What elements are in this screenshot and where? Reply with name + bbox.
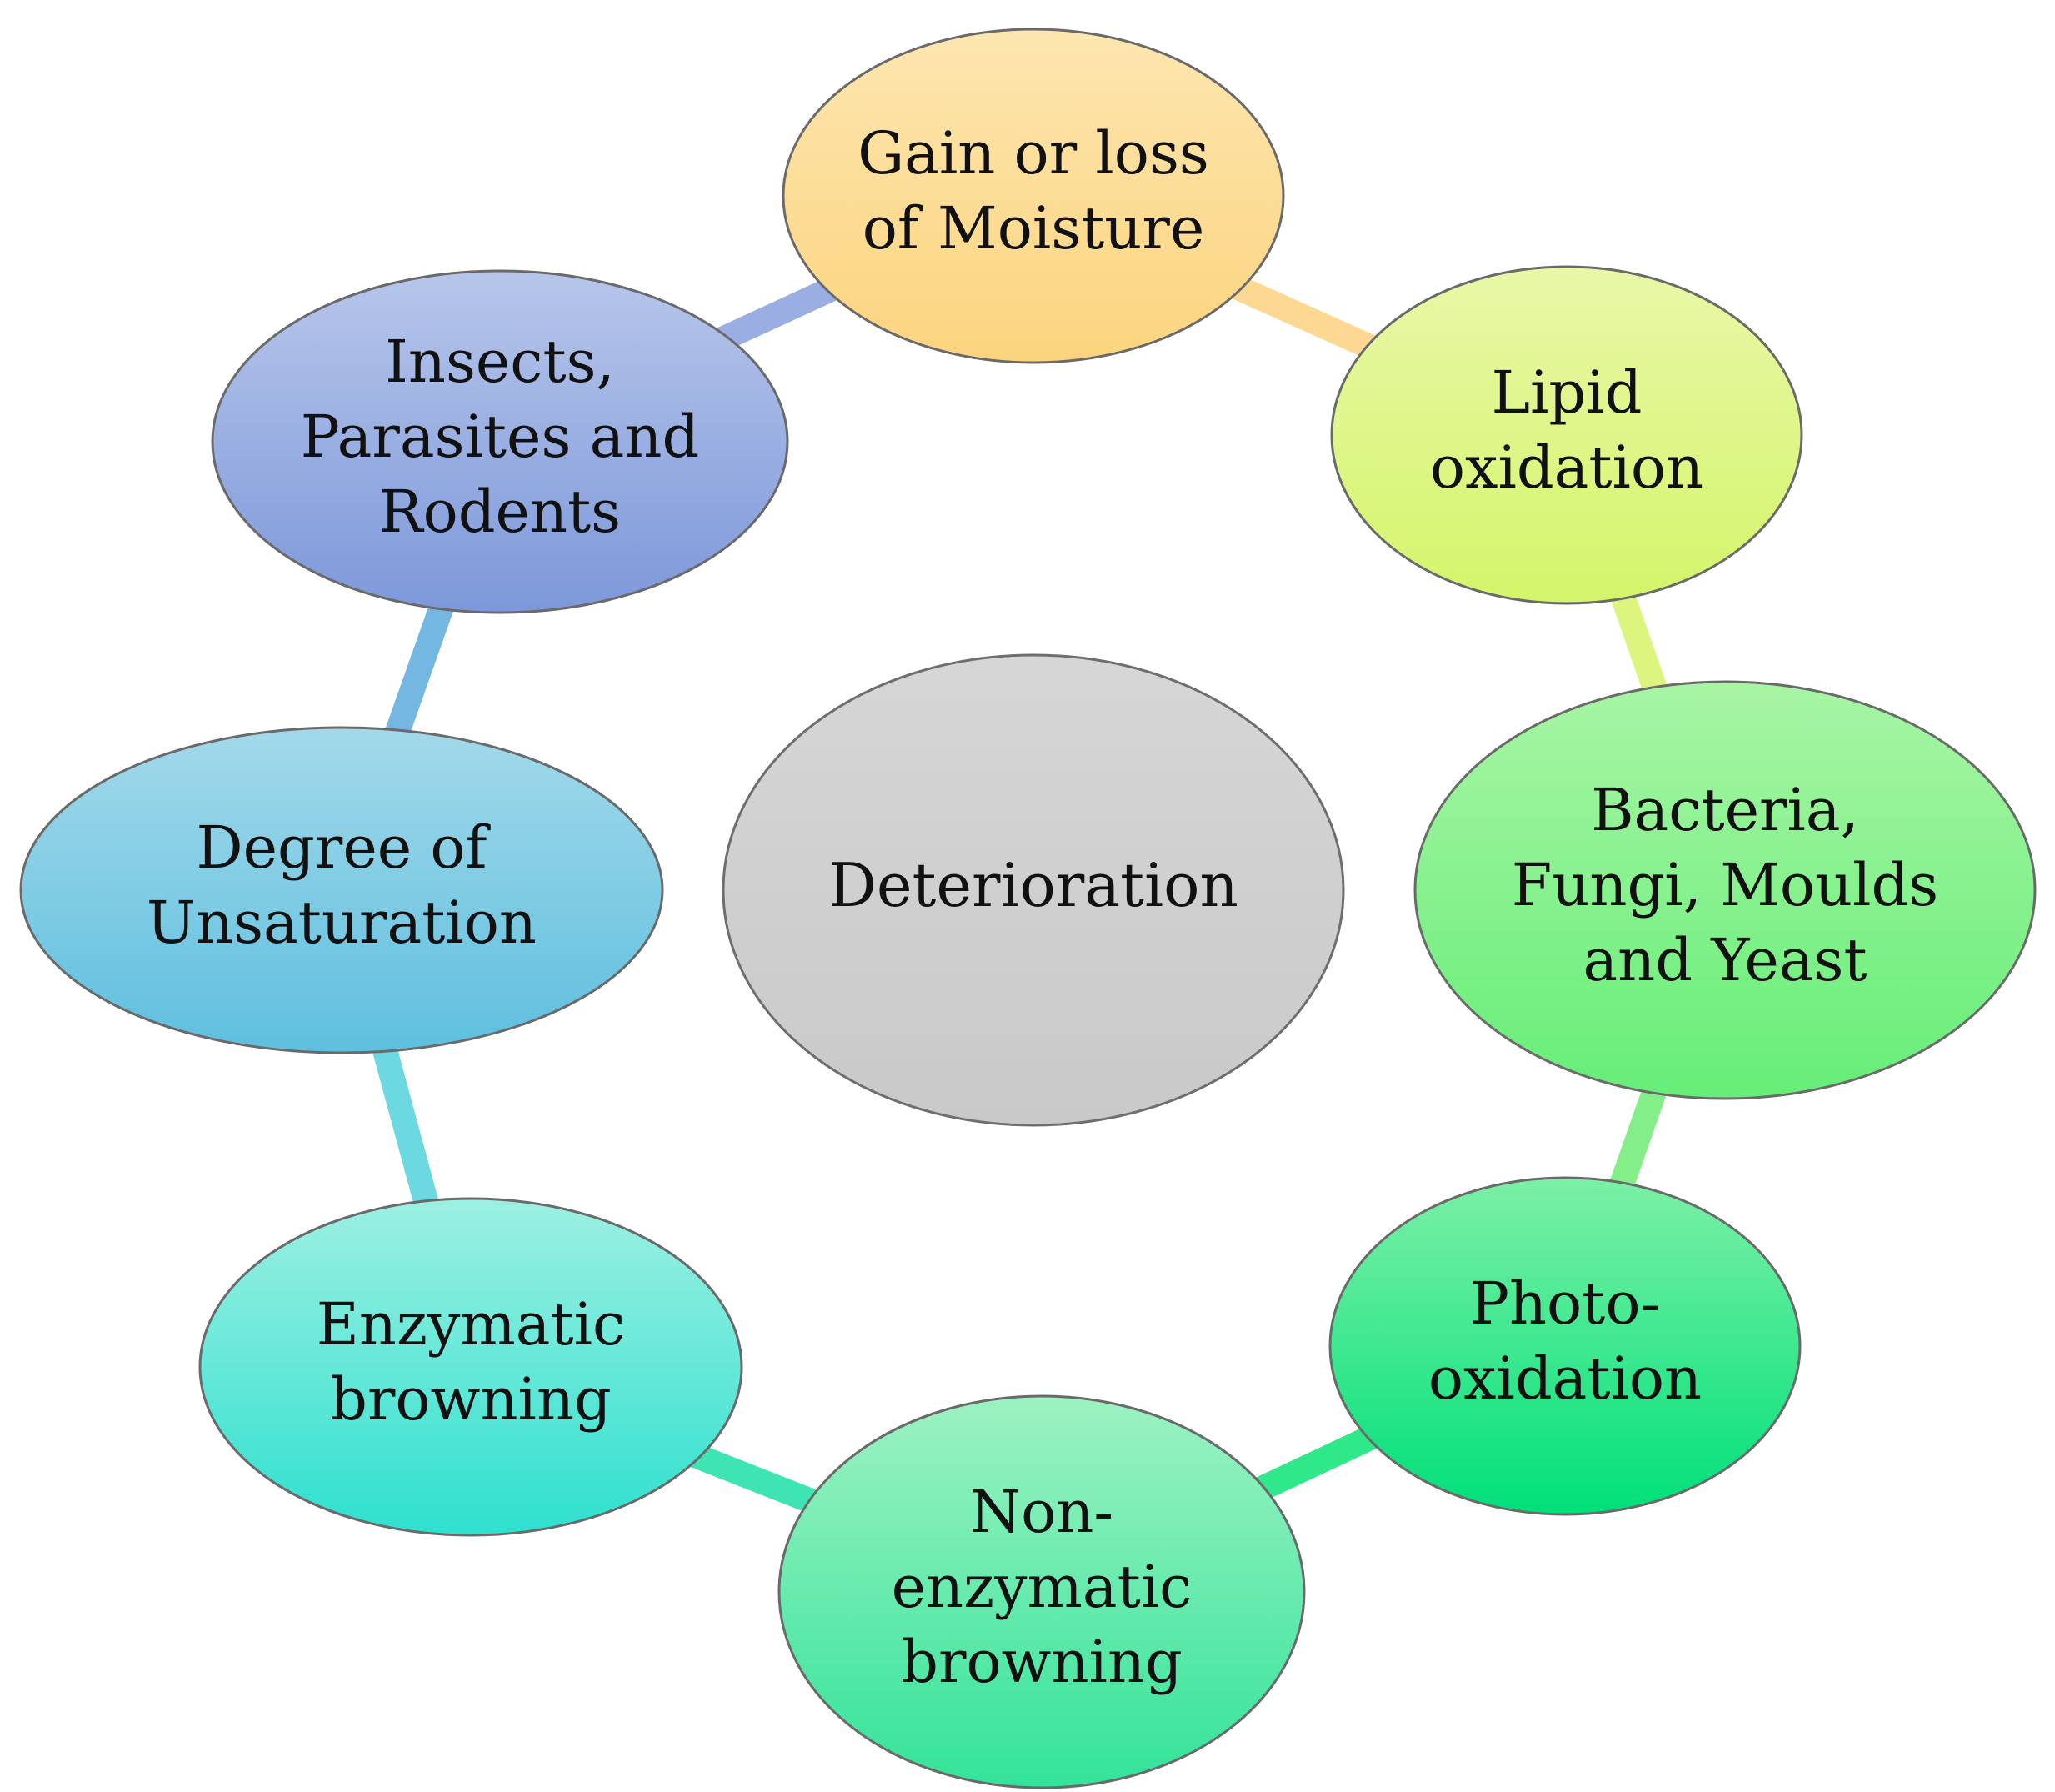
factor-label-line: oxidation xyxy=(1428,1344,1702,1413)
factor-label-line: Non- xyxy=(970,1478,1113,1546)
factor-label-line: of Moisture xyxy=(862,194,1205,263)
factor-ellipse xyxy=(778,1394,1306,1789)
factor-label-line: enzymatic xyxy=(892,1553,1192,1621)
factor-ellipse xyxy=(19,726,664,1054)
factor-label-line: Gain or loss xyxy=(858,119,1209,188)
factor-ellipse xyxy=(1330,265,1803,605)
center-label: Deterioration xyxy=(828,850,1238,920)
factor-label-line: Photo- xyxy=(1470,1269,1660,1338)
factor-label-line: and Yeast xyxy=(1582,926,1867,994)
factor-label-line: Bacteria, xyxy=(1591,776,1859,844)
factor-label-line: Insects, xyxy=(385,328,615,396)
factor-ellipse xyxy=(782,28,1285,364)
factor-node-nonenzymatic: Non-enzymatic browning xyxy=(778,1394,1306,1789)
factor-ellipse xyxy=(1413,680,2037,1100)
factor-ellipse xyxy=(1328,1176,1802,1516)
factor-label-line: Unsaturation xyxy=(147,888,537,957)
factor-label-line: Degree of xyxy=(197,813,492,882)
center-node: Deterioration xyxy=(722,653,1345,1127)
factor-label-line: Parasites and xyxy=(301,403,700,471)
factor-label-line: oxidation xyxy=(1430,433,1703,502)
factor-ellipse xyxy=(211,269,789,614)
factor-label-line: Lipid xyxy=(1492,358,1642,427)
factor-node-microbes: Bacteria, Fungi, Moulds and Yeast xyxy=(1413,680,2037,1100)
factor-ellipse xyxy=(198,1197,743,1537)
factor-node-photo: Photo-oxidation xyxy=(1328,1176,1802,1516)
factor-label-line: browning xyxy=(901,1628,1182,1696)
factor-label-line: browning xyxy=(330,1365,612,1434)
center-ellipse xyxy=(722,653,1345,1127)
factor-label-line: Fungi, Moulds xyxy=(1512,851,1938,919)
factor-label-line: Enzymatic xyxy=(317,1290,625,1359)
factor-label-line: Rodents xyxy=(379,478,621,546)
